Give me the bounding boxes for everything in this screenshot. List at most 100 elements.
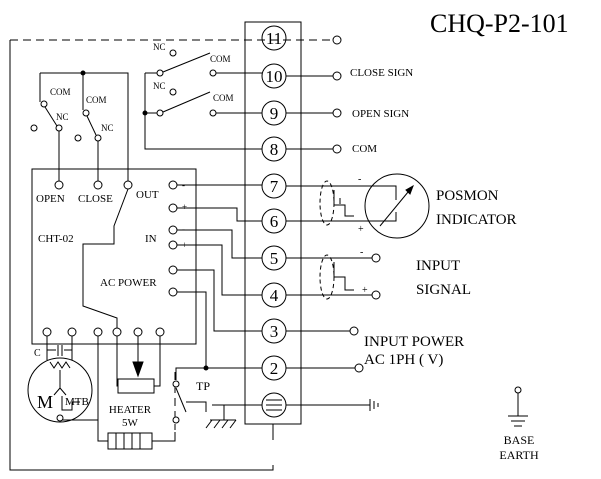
- motor-leads: [46, 336, 73, 360]
- com-label-3: COM: [50, 87, 71, 97]
- controller-labels: OPEN CLOSE OUT CHT-02 IN AC POWER: [36, 189, 159, 289]
- posmon-indicator-dial: [364, 173, 430, 239]
- controller-in-label: IN: [145, 233, 157, 245]
- indicator-needle: [379, 185, 414, 227]
- potentiometer: [117, 378, 155, 394]
- motor-labels: C M MTB: [34, 348, 89, 412]
- out-plus: +: [182, 202, 187, 212]
- com-label-1: COM: [210, 54, 231, 64]
- base-label: BASE: [504, 433, 535, 447]
- tp-switch-arm: [175, 387, 187, 413]
- nc-label-3: NC: [56, 112, 69, 122]
- earth-terminal-icon: [266, 399, 282, 411]
- indicator-label-2: INDICATOR: [436, 212, 517, 228]
- terminal-label-5: 5: [270, 249, 279, 268]
- shielded-cable-upper: [319, 180, 335, 226]
- terminal-label-9: 9: [270, 104, 279, 123]
- open-sign-label: OPEN SIGN: [352, 108, 409, 120]
- heater-element: [107, 432, 153, 450]
- switch-labels-left: COM NC COM NC: [50, 87, 114, 133]
- signal-labels: CLOSE SIGN OPEN SIGN COM: [350, 67, 413, 155]
- controller-open-label: OPEN: [36, 193, 65, 205]
- earth-label: EARTH: [499, 448, 539, 462]
- motor-mtb-link: [61, 396, 80, 411]
- terminal-label-11: 11: [266, 29, 282, 48]
- limit-switch-open: [156, 88, 262, 117]
- ext-point-5: [371, 253, 381, 263]
- internal-switch-close: [74, 73, 102, 181]
- motor-c-label: C: [34, 348, 41, 359]
- terminal-block: [244, 21, 302, 425]
- com-bus: [144, 73, 262, 150]
- ext-point-3: [349, 326, 359, 336]
- controller-name-label: CHT-02: [38, 233, 74, 245]
- heater-wire-right: [152, 432, 176, 442]
- terminal-earth-ground: [369, 399, 379, 411]
- pot-wire-left: [116, 336, 118, 387]
- motor-mtb-label: MTB: [65, 396, 89, 408]
- ext-point-base-earth: [514, 386, 522, 394]
- internal-switch-open: [30, 73, 63, 181]
- nc-label-1: NC: [153, 42, 166, 52]
- indicator-needle-tip: [405, 184, 414, 195]
- junction-tp: [203, 365, 209, 371]
- chassis-ground-icon: [205, 404, 262, 429]
- heater-labels: HEATER 5W: [109, 404, 152, 429]
- tp-contact-bottom: [172, 416, 180, 424]
- terminal-label-6: 6: [270, 212, 279, 231]
- heater-coils: [115, 433, 141, 449]
- junction-com: [142, 110, 148, 116]
- controller-polarity: - + - +: [182, 180, 187, 250]
- ext-point-10: [332, 71, 342, 81]
- cht02-controller: [31, 168, 197, 345]
- signal-plus: +: [362, 285, 368, 296]
- com-label: COM: [352, 143, 377, 155]
- base-earth-labels: BASE EARTH: [499, 433, 539, 462]
- terminal-label-8: 8: [270, 140, 279, 159]
- terminal-label-4: 4: [270, 286, 279, 305]
- pot-wiper-arrow: [132, 361, 144, 378]
- ext-point-2: [354, 363, 364, 373]
- heater-label: HEATER: [109, 404, 152, 416]
- base-earth-ground-icon: [508, 393, 528, 427]
- terminal-label-3: 3: [270, 322, 279, 341]
- indicator-labels: POSMON INDICATOR INPUT SIGNAL INPUT POWE…: [364, 188, 517, 368]
- motor-terminal: [56, 414, 64, 422]
- terminal-label-10: 10: [266, 67, 283, 86]
- nc-label-2: NC: [153, 81, 166, 91]
- external-connection-points: [332, 35, 522, 394]
- tp-supply-wire: [175, 367, 262, 380]
- controller-ac-power-label: AC POWER: [100, 277, 157, 289]
- motor-m-label: M: [37, 392, 53, 412]
- heater-watts-label: 5W: [122, 417, 139, 429]
- motor-core: [53, 370, 67, 396]
- motor-capacitor: [47, 345, 72, 356]
- heater-wire-left: [97, 420, 108, 442]
- input-signal-label-1: INPUT: [416, 258, 460, 274]
- motor-winding: [49, 361, 71, 369]
- shield-ground-upper: [333, 190, 354, 217]
- in-minus: -: [182, 224, 185, 234]
- com-label-4: COM: [86, 95, 107, 105]
- limit-switch-close: [156, 49, 262, 77]
- input-signal-label-2: SIGNAL: [416, 282, 471, 298]
- ext-point-11: [332, 35, 342, 45]
- input-power-label-1: INPUT POWER: [364, 334, 464, 350]
- motor-housing: [27, 357, 93, 423]
- ext-point-9: [332, 108, 342, 118]
- controller-close-label: CLOSE: [78, 193, 113, 205]
- dashed-links: [10, 39, 336, 430]
- nc-label-4: NC: [101, 123, 114, 133]
- com-label-2: COM: [213, 93, 234, 103]
- terminal-label-2: 2: [270, 359, 279, 378]
- controller-terminal-wiring: [82, 184, 262, 369]
- signal-minus: -: [360, 247, 363, 258]
- tp-link: [186, 401, 207, 412]
- terminal-11: [261, 25, 287, 51]
- diagram-title: CHQ-P2-101: [430, 9, 569, 38]
- input-power-label-2: AC 1PH ( V): [364, 352, 443, 368]
- terminal-numbers: 11 10 9 8 7 6 5 4 3 2: [266, 29, 283, 378]
- pot-wire-right: [154, 336, 161, 387]
- close-sign-label: CLOSE SIGN: [350, 67, 413, 79]
